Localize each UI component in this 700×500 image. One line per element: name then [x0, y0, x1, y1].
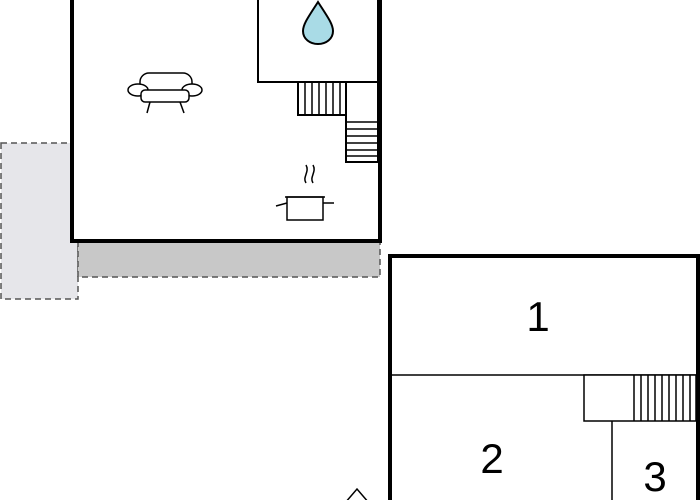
lower-floor: 1 2 3	[388, 254, 700, 500]
lower-floor-walls	[388, 254, 700, 500]
stairs-icon	[297, 81, 379, 163]
room-3-label: 3	[643, 453, 666, 500]
kitchen-pot-icon	[275, 164, 334, 221]
sofa-icon	[127, 72, 203, 114]
room-1-label: 1	[526, 293, 549, 340]
stairs-icon	[583, 374, 697, 422]
upper-floor	[0, 0, 382, 300]
room-2-label: 2	[480, 435, 503, 482]
door-arrow-icon	[346, 487, 368, 500]
terrace-bottom	[77, 240, 381, 278]
terrace-left	[0, 142, 79, 300]
bathroom-water-drop-icon	[301, 0, 335, 46]
